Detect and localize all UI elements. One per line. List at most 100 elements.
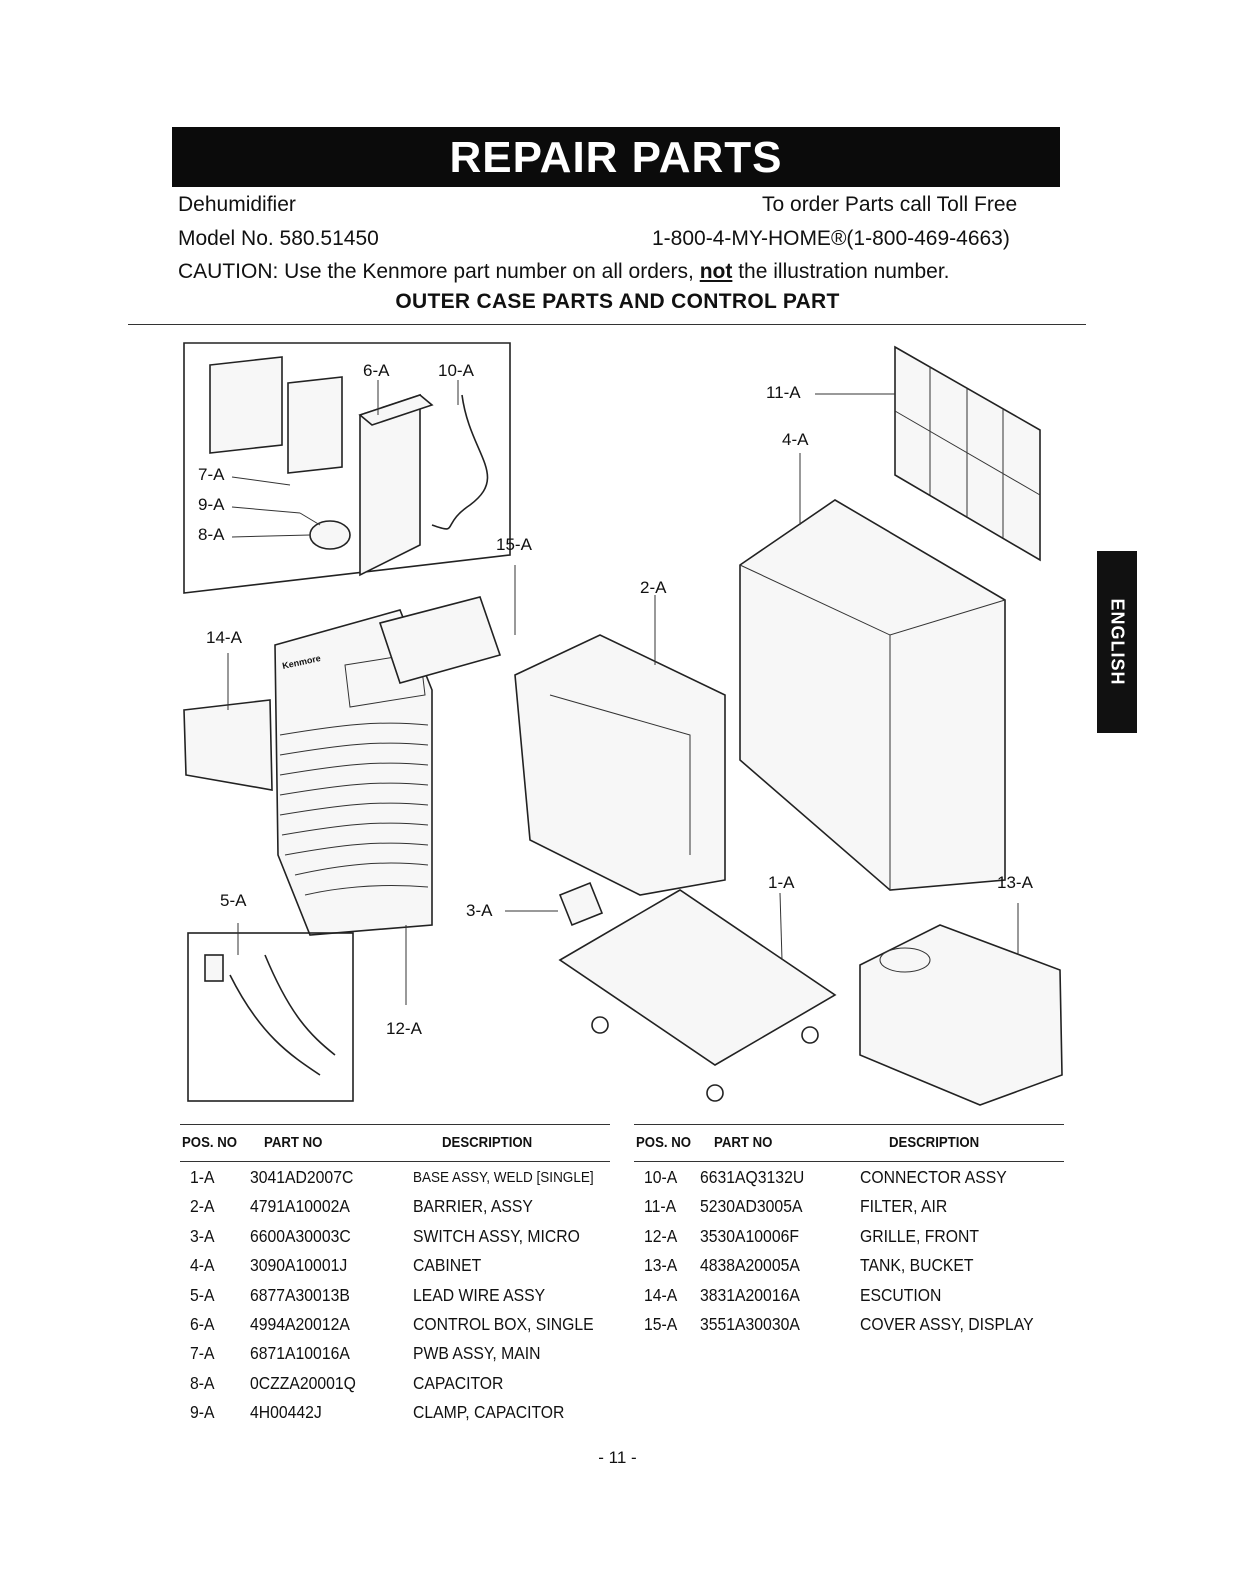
diagram-drawing: [183, 342, 1063, 1106]
callout-11a: 11-A: [766, 383, 801, 402]
base-assembly: [558, 889, 837, 1066]
desc-cell: LEAD WIRE ASSY: [413, 1284, 546, 1305]
page-number: - 11 -: [598, 1448, 637, 1467]
micro-switch: [558, 881, 604, 927]
part-cell: 0CZZA20001Q: [250, 1372, 356, 1393]
pos-cell: 1-A: [190, 1167, 215, 1187]
pos-cell: 3-A: [190, 1225, 215, 1246]
product-name: Dehumidifier: [178, 193, 296, 216]
tank-handle: [879, 947, 931, 973]
header-part-no: PART NO: [714, 1134, 773, 1151]
part-cell: 6871A10016A: [250, 1343, 350, 1364]
pwb-plate-rear: [209, 356, 283, 454]
desc-cell: CONTROL BOX, SINGLE: [413, 1313, 594, 1334]
part-cell: 3530A10006F: [700, 1225, 799, 1246]
header-divider: [128, 324, 1086, 325]
table-row: 9-A 4H00442J CLAMP, CAPACITOR: [180, 1397, 610, 1426]
header-pos-no: POS. NO: [636, 1134, 692, 1151]
barrier-inner-edge: [549, 694, 691, 855]
capacitor-clamp: [299, 512, 321, 526]
table-row: 10-A 6631AQ3132U CONNECTOR ASSY: [634, 1162, 1064, 1191]
desc-cell: BASE ASSY, WELD [SINGLE]: [413, 1169, 594, 1186]
caster-left: [591, 1016, 609, 1034]
section-title: OUTER CASE PARTS AND CONTROL PART: [395, 290, 840, 313]
pos-cell: 4-A: [190, 1255, 215, 1276]
pos-cell: 9-A: [190, 1402, 215, 1423]
desc-cell: PWB ASSY, MAIN: [413, 1343, 541, 1364]
part-cell: 4838A20005A: [700, 1255, 800, 1276]
cabinet-shell: [739, 499, 1006, 891]
caster-front: [706, 1084, 724, 1102]
barrier-assembly: [514, 634, 726, 896]
desc-cell: TANK, BUCKET: [860, 1255, 974, 1276]
desc-cell: SWITCH ASSY, MICRO: [413, 1225, 580, 1246]
part-cell: 4994A20012A: [250, 1313, 350, 1334]
pos-cell: 14-A: [644, 1284, 678, 1305]
callout-7a: 7-A: [198, 465, 225, 484]
exploded-parts-diagram: 6-A 10-A 7-A 9-A 8-A 15-A 14-A 11-A 4-A …: [170, 335, 1080, 1120]
lead-wire: [229, 954, 336, 1076]
part-cell: 6631AQ3132U: [700, 1167, 805, 1187]
parts-table-right: POS. NO PART NO DESCRIPTION 10-A 6631AQ31…: [634, 1124, 1064, 1338]
pos-cell: 6-A: [190, 1313, 215, 1334]
callout-13a: 13-A: [997, 873, 1033, 892]
callout-14a: 14-A: [206, 628, 242, 647]
page-banner: REPAIR PARTS: [172, 127, 1060, 187]
part-cell: 4H00442J: [250, 1402, 322, 1423]
lead-wire-connector: [204, 954, 224, 982]
desc-cell: COVER ASSY, DISPLAY: [860, 1313, 1034, 1334]
pos-cell: 5-A: [190, 1284, 215, 1305]
pos-cell: 12-A: [644, 1225, 678, 1246]
part-cell: 5230AD3005A: [700, 1196, 803, 1217]
callout-10a: 10-A: [438, 361, 474, 380]
callout-2a: 2-A: [640, 578, 667, 597]
pos-cell: 10-A: [644, 1167, 678, 1187]
part-cell: 4791A10002A: [250, 1196, 350, 1217]
pos-cell: 8-A: [190, 1372, 215, 1393]
table-row: 3-A 6600A30003C SWITCH ASSY, MICRO: [180, 1221, 610, 1250]
caution-suffix: the illustration number.: [732, 260, 950, 283]
callout-12a: 12-A: [386, 1019, 422, 1038]
grille-slats: [279, 722, 429, 896]
control-inset-frame: [183, 342, 511, 594]
callout-6a: 6-A: [363, 361, 390, 380]
table-row: 5-A 6877A30013B LEAD WIRE ASSY: [180, 1280, 610, 1309]
header-description: DESCRIPTION: [442, 1134, 533, 1151]
callout-15a: 15-A: [496, 535, 532, 554]
header-description: DESCRIPTION: [889, 1134, 980, 1151]
display-cover: [378, 596, 502, 684]
caution-prefix: CAUTION: Use the Kenmore part number on …: [178, 260, 700, 283]
callout-9a: 9-A: [198, 495, 225, 514]
callout-1a: 1-A: [768, 873, 795, 892]
model-number: Model No. 580.51450: [178, 227, 379, 250]
pwb-plate-front: [287, 376, 343, 474]
part-cell: 6600A30003C: [250, 1225, 351, 1246]
parts-table-right-header: POS. NO PART NO DESCRIPTION: [634, 1124, 1064, 1162]
header-pos-no: POS. NO: [182, 1134, 238, 1151]
pos-cell: 11-A: [644, 1196, 677, 1217]
tank-bucket: [859, 924, 1063, 1106]
desc-cell: FILTER, AIR: [860, 1196, 948, 1217]
table-row: 8-A 0CZZA20001Q CAPACITOR: [180, 1368, 610, 1397]
air-filter-mesh: [894, 367, 1041, 538]
desc-cell: CLAMP, CAPACITOR: [413, 1402, 565, 1423]
part-cell: 6877A30013B: [250, 1284, 350, 1305]
table-row: 11-A 5230AD3005A FILTER, AIR: [634, 1191, 1064, 1220]
desc-cell: CONNECTOR ASSY: [860, 1167, 1007, 1187]
callout-5a: 5-A: [220, 891, 247, 910]
pos-cell: 2-A: [190, 1196, 215, 1217]
parts-table-left-header: POS. NO PART NO DESCRIPTION: [180, 1124, 610, 1162]
caster-right: [801, 1026, 819, 1044]
desc-cell: CAPACITOR: [413, 1372, 504, 1393]
pos-cell: 15-A: [644, 1313, 678, 1334]
capacitor-shape: [309, 520, 351, 550]
callout-4a: 4-A: [782, 430, 809, 449]
table-row: 6-A 4994A20012A CONTROL BOX, SINGLE: [180, 1309, 610, 1338]
callout-3a: 3-A: [466, 901, 493, 920]
